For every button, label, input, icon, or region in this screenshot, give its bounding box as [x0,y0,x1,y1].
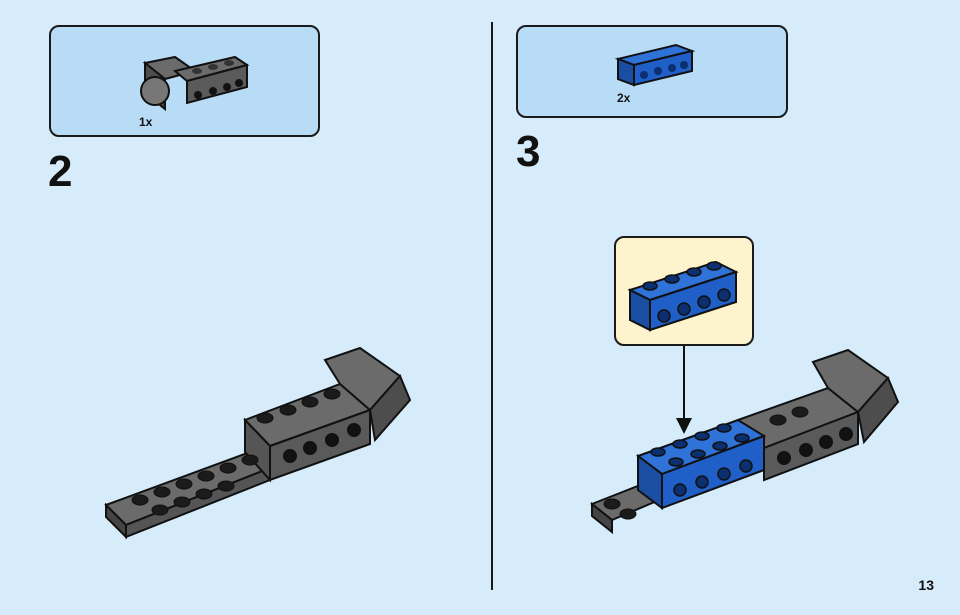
step-3-model [590,346,900,535]
step-number: 2 [48,147,73,196]
parts-callout-step-3: 2x [516,25,788,118]
gray-engine-brick-icon [140,55,250,112]
step-divider [491,22,493,590]
blue-brick-icon [614,43,696,87]
step-number: 3 [516,127,541,176]
part-quantity: 2x [617,91,631,105]
parts-callout-step-2: 1x [49,25,320,137]
blue-brick-detail-icon [627,260,739,332]
step-2-model [104,346,412,540]
part-quantity: 1x [139,115,153,129]
zoom-callout [614,236,754,346]
page-number: 13 [918,577,934,593]
